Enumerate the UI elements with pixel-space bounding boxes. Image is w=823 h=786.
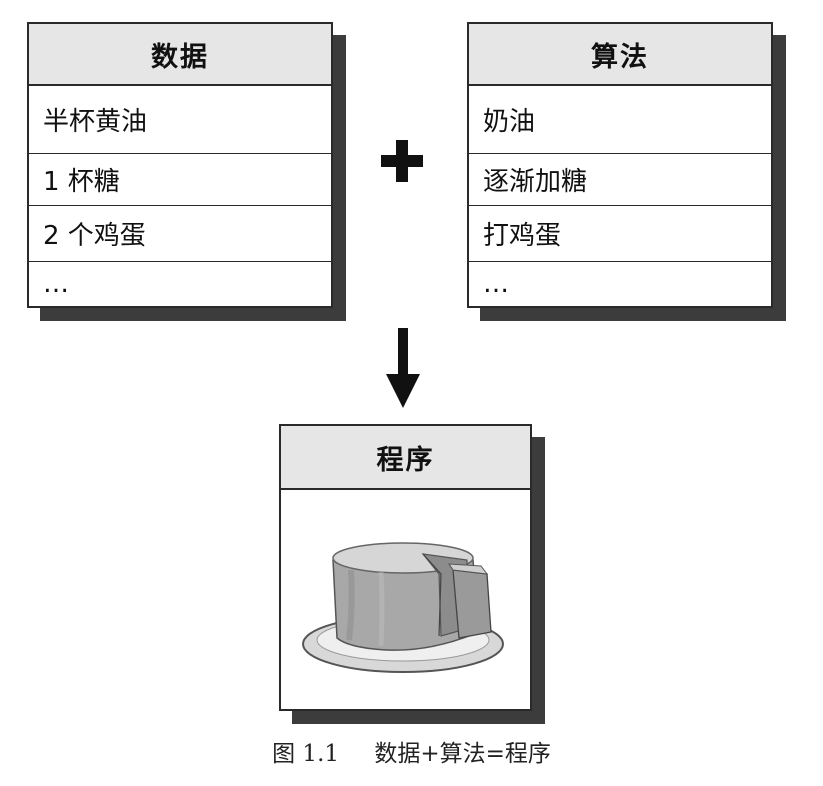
data-row: 1 杯糖 <box>29 154 331 206</box>
algorithm-box: 算法 奶油 逐渐加糖 打鸡蛋 … <box>467 22 773 308</box>
figure-label: 图 1.1 <box>272 741 340 767</box>
data-box: 数据 半杯黄油 1 杯糖 2 个鸡蛋 … <box>27 22 333 308</box>
algorithm-row: 逐渐加糖 <box>469 154 771 206</box>
data-box-title: 数据 <box>29 24 331 86</box>
data-row: 2 个鸡蛋 <box>29 206 331 262</box>
cake-icon <box>291 526 521 680</box>
data-row: 半杯黄油 <box>29 86 331 154</box>
figure-title: 数据+算法=程序 <box>374 741 551 767</box>
figure-caption: 图 1.1 数据+算法=程序 <box>0 734 823 768</box>
plus-icon <box>379 138 425 188</box>
algorithm-row: 打鸡蛋 <box>469 206 771 262</box>
down-arrow-icon <box>385 328 421 414</box>
program-box-title: 程序 <box>281 426 530 490</box>
algorithm-row: … <box>483 269 509 299</box>
data-row: … <box>43 269 69 299</box>
program-box: 程序 <box>279 424 532 711</box>
algorithm-row: 奶油 <box>469 86 771 154</box>
algorithm-box-title: 算法 <box>469 24 771 86</box>
